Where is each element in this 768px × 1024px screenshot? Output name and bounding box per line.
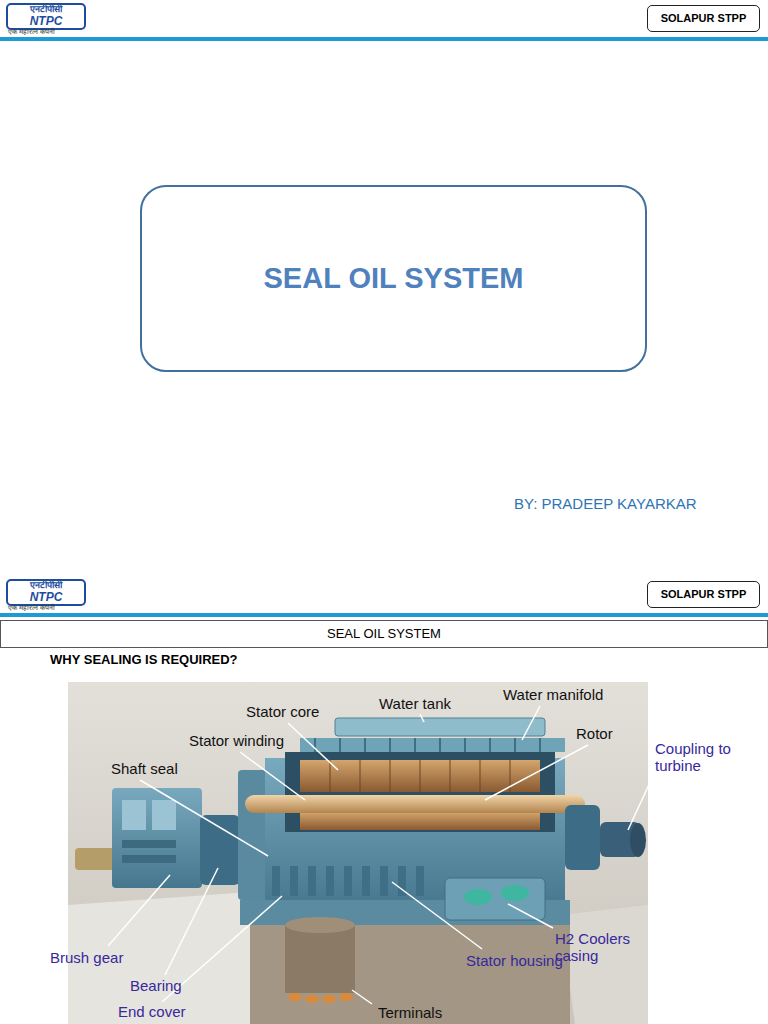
part-label: Shaft seal bbox=[111, 760, 178, 777]
part-label: Stator housing bbox=[466, 952, 563, 969]
author-credit: BY: PRADEEP KAYARKAR bbox=[514, 495, 697, 512]
part-label: H2 Coolers casing bbox=[555, 930, 647, 965]
plant-tag: SOLAPUR STPP bbox=[647, 5, 760, 32]
plant-name: SOLAPUR STPP bbox=[661, 12, 747, 25]
part-label: Water manifold bbox=[503, 686, 603, 703]
generator-illustration bbox=[68, 682, 648, 1024]
slide-title: SEAL OIL SYSTEM bbox=[264, 261, 524, 296]
ntpc-logo: एनटीपीसीNTPC bbox=[6, 3, 86, 30]
logo-tagline: एक महारत्न कंपनी bbox=[8, 28, 55, 36]
plant-tag: SOLAPUR STPP bbox=[647, 581, 760, 608]
title-bar: SEAL OIL SYSTEM bbox=[0, 620, 768, 648]
title-box: SEAL OIL SYSTEM bbox=[140, 185, 647, 372]
part-label: Coupling to turbine bbox=[655, 740, 763, 775]
part-label: Stator winding bbox=[189, 732, 284, 749]
logo-text: NTPC bbox=[30, 15, 63, 28]
part-label: Water tank bbox=[379, 695, 451, 712]
header-rule bbox=[0, 613, 768, 617]
ntpc-logo: एनटीपीसीNTPC bbox=[6, 579, 86, 606]
plant-name: SOLAPUR STPP bbox=[661, 588, 747, 601]
part-label: Stator core bbox=[246, 703, 319, 720]
part-label: Rotor bbox=[576, 725, 613, 742]
section-title: SEAL OIL SYSTEM bbox=[327, 626, 441, 642]
section-question: WHY SEALING IS REQUIRED? bbox=[50, 653, 238, 668]
logo-text: एनटीपीसी bbox=[30, 581, 62, 590]
header-rule bbox=[0, 37, 768, 41]
part-label: Brush gear bbox=[50, 949, 123, 966]
logo-tagline: एक महारत्न कंपनी bbox=[8, 604, 55, 612]
logo-text: एनटीपीसी bbox=[30, 5, 62, 14]
logo-text: NTPC bbox=[30, 591, 63, 604]
leader-lines bbox=[108, 706, 652, 1004]
part-label: Terminals bbox=[378, 1004, 442, 1021]
part-label: End cover bbox=[118, 1003, 186, 1020]
part-label: Bearing bbox=[130, 977, 182, 994]
